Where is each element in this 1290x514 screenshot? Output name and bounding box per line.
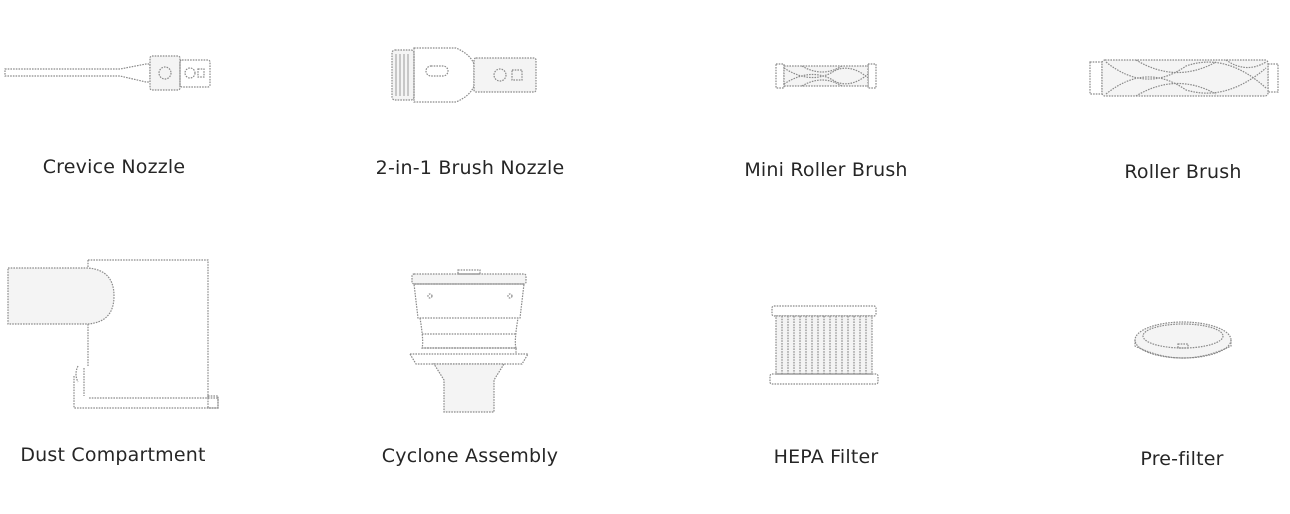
cyclone-assembly-icon (406, 268, 532, 416)
roller-brush-icon (1086, 54, 1282, 102)
part-label: HEPA Filter (773, 446, 879, 468)
part-label: 2-in-1 Brush Nozzle (375, 157, 565, 179)
hepa-filter-icon (766, 302, 882, 392)
mini-roller-brush-icon (772, 56, 882, 96)
part-label: Crevice Nozzle (42, 156, 186, 178)
part-label: Pre-filter (1140, 448, 1224, 470)
crevice-nozzle-icon (0, 50, 220, 96)
part-label: Roller Brush (1124, 161, 1242, 183)
part-label: Mini Roller Brush (744, 159, 908, 181)
pre-filter-icon (1130, 314, 1236, 370)
part-label: Cyclone Assembly (381, 445, 559, 467)
part-label: Dust Compartment (20, 444, 206, 466)
dust-compartment-icon (4, 256, 224, 414)
brush-nozzle-icon (388, 44, 548, 106)
